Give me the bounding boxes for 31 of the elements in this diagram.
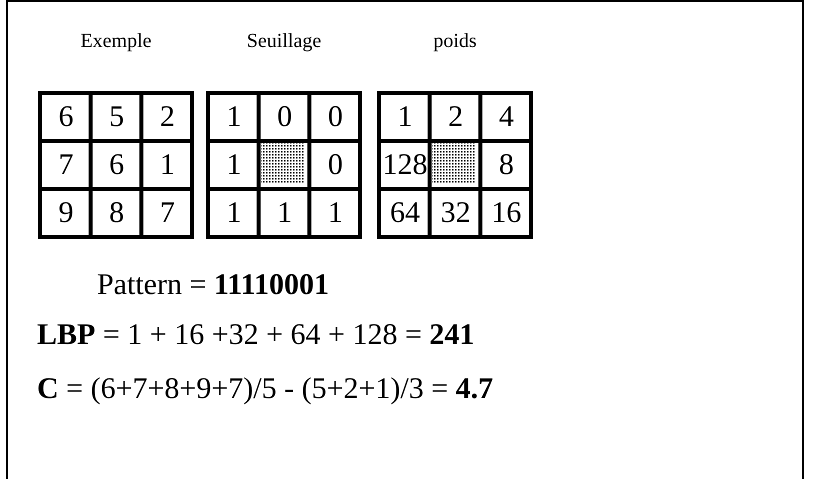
grid-value: 7: [58, 147, 74, 183]
formula: Pattern = 11110001: [97, 268, 329, 302]
grid-value: 1: [158, 147, 176, 183]
grid-value: 8: [498, 147, 515, 183]
grid-value: 2: [447, 99, 464, 135]
grid-value: 6: [108, 147, 126, 183]
grid-value: 64: [389, 195, 421, 231]
column-heading: poids: [432, 30, 478, 53]
grid-value: 0: [326, 99, 344, 135]
grid-value: 1: [226, 147, 242, 183]
formula: LBP = 1 + 16 +32 + 64 + 128 = 241: [37, 318, 474, 352]
grid-value: 8: [108, 195, 126, 231]
grid-value: 16: [490, 195, 522, 231]
grid-value: 1: [326, 195, 344, 231]
grid-value: 1: [276, 195, 294, 231]
grid-value: 128: [382, 147, 428, 183]
grid-value: 9: [58, 195, 74, 231]
grid-value: 4: [498, 99, 515, 135]
grid-value: 5: [108, 99, 126, 135]
formula: C = (6+7+8+9+7)/5 - (5+2+1)/3 = 4.7: [37, 372, 494, 406]
grid-value: 0: [276, 99, 294, 135]
grid-value: 1: [396, 99, 414, 135]
grid-value: 2: [158, 99, 176, 135]
grid-value: 6: [58, 99, 74, 135]
grid-value: 1: [226, 99, 242, 135]
grid-value: 32: [440, 195, 472, 231]
grid-value: 7: [158, 195, 176, 231]
column-heading: Exemple: [79, 30, 153, 53]
grid-value: 0: [326, 147, 344, 183]
grid-value: 1: [226, 195, 242, 231]
column-heading: Seuillage: [246, 30, 322, 53]
